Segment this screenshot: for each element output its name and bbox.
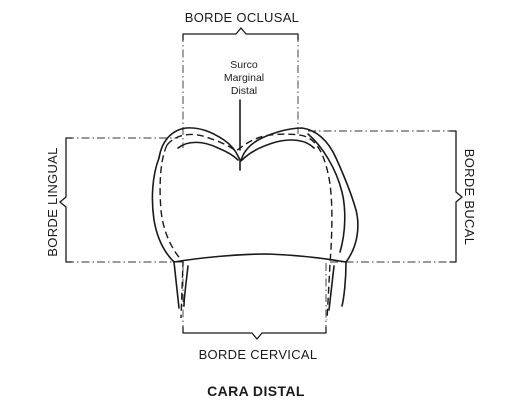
cervical-label: BORDE CERVICAL [199, 347, 318, 362]
groove-label-line-2: Marginal [224, 72, 264, 84]
occlusal-brace [182, 27, 299, 41]
reference-frame [66, 34, 456, 333]
occlusal-label: BORDE OCLUSAL [185, 10, 299, 25]
cervical-brace [182, 326, 327, 340]
tooth-solid-contour [151, 99, 359, 311]
buccal-brace [449, 130, 463, 263]
groove-label-line-3: Distal [231, 85, 257, 97]
lingual-label: BORDE LINGUAL [45, 147, 60, 256]
lingual-brace [59, 137, 73, 263]
groove-label-line-1: Surco [230, 59, 258, 71]
diagram-title: CARA DISTAL [207, 383, 305, 399]
tooth-dashed-contour [159, 133, 333, 321]
buccal-label: BORDE BUCAL [462, 149, 477, 246]
